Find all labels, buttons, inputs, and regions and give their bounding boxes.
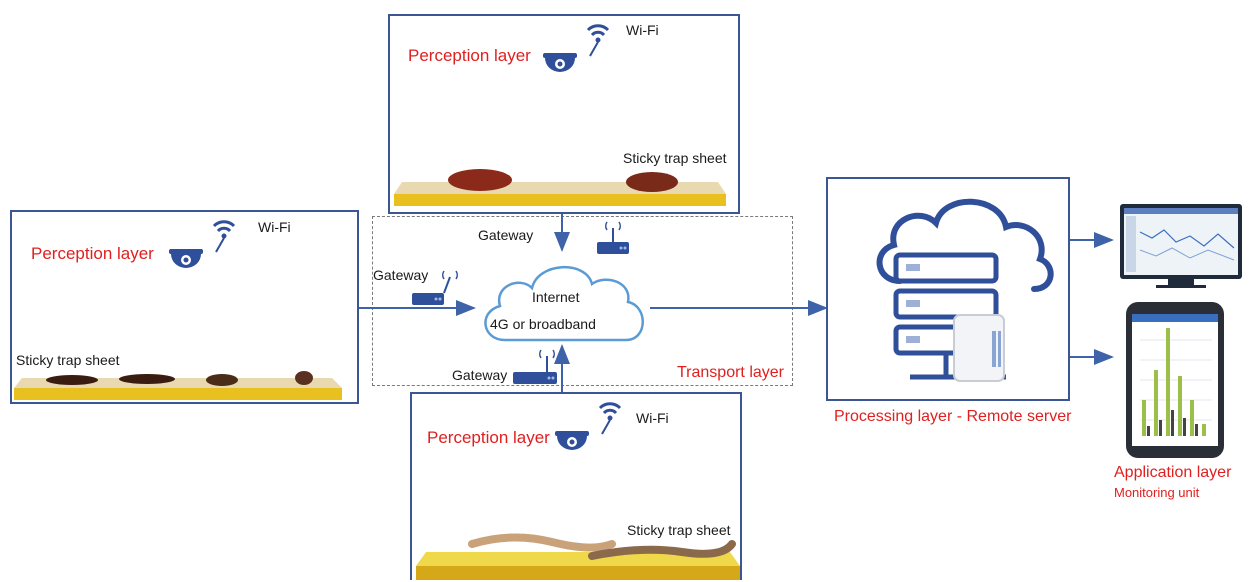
wifi-icon	[598, 402, 622, 435]
left-perception-box: Perception layer Wi-Fi Sticky trap sheet	[10, 210, 359, 404]
dome-camera-icon	[169, 249, 203, 268]
dome-camera-icon	[543, 53, 577, 72]
server-icon	[876, 198, 1054, 382]
router-icon	[513, 349, 557, 384]
bottom-icons	[416, 402, 740, 580]
bottom-perception-box: Perception layer Wi-Fi Sticky trap sheet	[410, 392, 742, 580]
smartphone-icon	[1126, 302, 1224, 458]
left-wifi-label: Wi-Fi	[258, 219, 291, 235]
wifi-icon	[586, 24, 610, 57]
monitor-icon	[1120, 204, 1242, 288]
bottom-wifi-label: Wi-Fi	[636, 410, 669, 426]
processing-box	[826, 177, 1070, 401]
wifi-icon	[212, 220, 236, 253]
gateway-top-label: Gateway	[478, 227, 534, 243]
transport-layer-label: Transport layer	[677, 364, 784, 381]
processing-layer-label: Processing layer - Remote server	[834, 408, 1072, 425]
fly-image	[295, 371, 313, 385]
top-wifi-label: Wi-Fi	[626, 22, 659, 38]
sticky-trap-sheet	[14, 371, 342, 400]
beetle-image	[206, 374, 238, 386]
cloud-icon	[484, 266, 644, 342]
bottom-perception-label: Perception layer	[427, 428, 550, 447]
dome-camera-icon	[555, 431, 589, 450]
top-icons	[394, 24, 726, 206]
gateway-left-label: Gateway	[373, 267, 429, 283]
ant-image	[46, 375, 98, 385]
top-perception-box: Perception layer Wi-Fi Sticky trap sheet	[388, 14, 740, 214]
left-icons	[14, 220, 342, 400]
top-trap-label: Sticky trap sheet	[623, 150, 727, 166]
transport-region	[372, 216, 793, 386]
gecko-image	[468, 533, 616, 552]
cockroach-image	[626, 172, 678, 192]
router-icon	[597, 221, 629, 254]
cloud-internet-label: Internet	[532, 289, 580, 305]
top-perception-label: Perception layer	[408, 46, 531, 65]
application-layer-label: Application layer	[1114, 464, 1232, 481]
ant-image	[119, 374, 175, 384]
router-icon	[412, 270, 458, 305]
cloud-network-label: 4G or broadband	[490, 316, 596, 332]
left-trap-label: Sticky trap sheet	[16, 352, 120, 368]
gecko-image	[588, 540, 736, 560]
gateway-bottom-label: Gateway	[452, 367, 508, 383]
sticky-trap-sheet	[416, 533, 740, 580]
sticky-trap-sheet	[394, 169, 726, 206]
cockroach-image	[448, 169, 512, 191]
monitoring-unit-label: Monitoring unit	[1114, 485, 1200, 500]
left-perception-label: Perception layer	[31, 244, 154, 263]
bottom-trap-label: Sticky trap sheet	[627, 522, 731, 538]
